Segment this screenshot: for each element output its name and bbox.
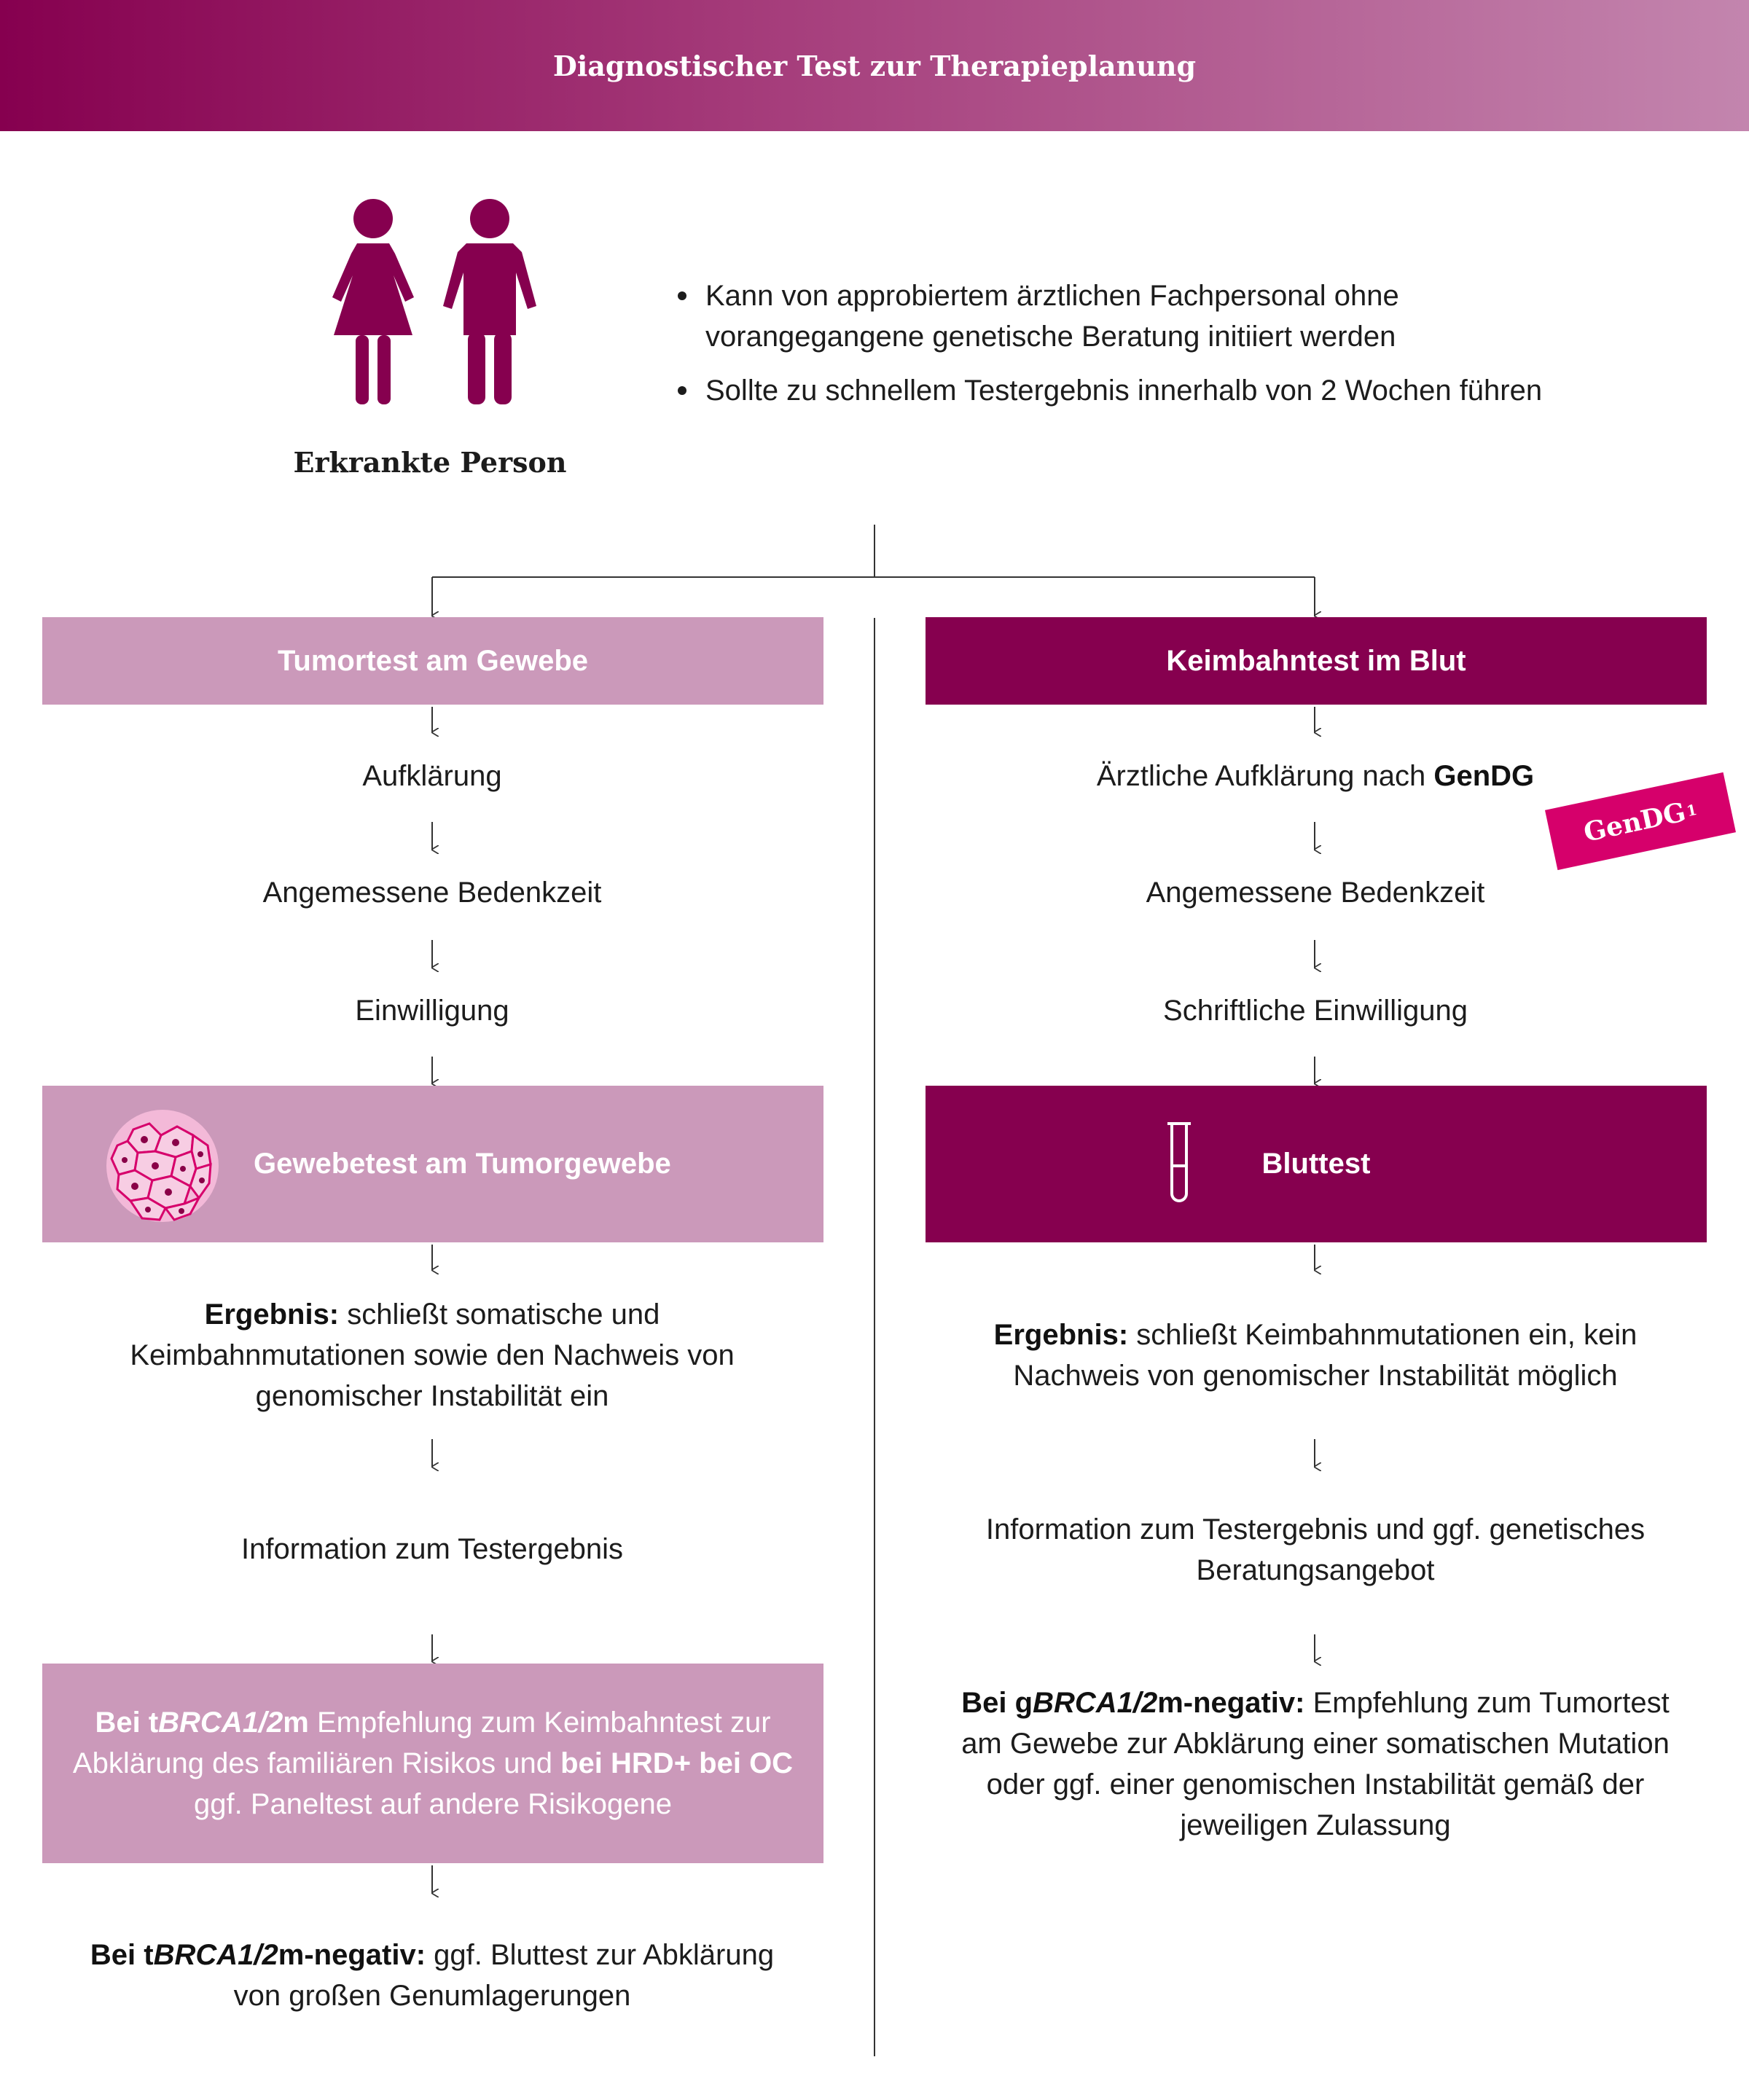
rec1-gene: BRCA1/2 (158, 1707, 283, 1739)
right-neg-bold-prefix: Bei g (961, 1687, 1033, 1719)
right-step-aufklaerung: Ärztliche Aufklärung nach GenDG (951, 756, 1680, 796)
persons-icon (332, 199, 536, 404)
rec1-text: Empfehlung zum Keimbahntest zur Abklärun… (72, 1707, 771, 1779)
right-neg-gene: BRCA1/2 (1033, 1687, 1158, 1719)
neg-text: ggf. Bluttest zur Abklärung von großen G… (233, 1939, 775, 2012)
left-step-aufklaerung: Aufklärung (362, 760, 502, 792)
gendg-badge-text: GenDG (1581, 796, 1689, 848)
info-bullets: Kann von approbiertem ärztlichen Fachper… (676, 275, 1624, 424)
left-result-text: schließt somatische und Keimbahnmutation… (130, 1298, 735, 1412)
left-negative: Bei tBRCA1/2m-negativ: ggf. Bluttest zur… (68, 1935, 797, 2016)
left-info: Information zum Testergebnis (241, 1533, 623, 1565)
right-result: Ergebnis: schließt Keimbahnmutationen ei… (951, 1315, 1680, 1396)
left-step-bedenkzeit: Angemessene Bedenkzeit (262, 877, 602, 909)
gendg-badge-footnote: 1 (1685, 800, 1699, 820)
header-bar: Diagnostischer Test zur Therapieplanung (0, 0, 1749, 131)
bluttest-title: Bluttest (1261, 1148, 1371, 1180)
neg-bold-prefix: Bei t (90, 1939, 154, 1971)
rec1-bold-suffix: m (283, 1707, 309, 1739)
keimbahntest-header: Keimbahntest im Blut (926, 617, 1707, 705)
woman-icon (332, 199, 414, 404)
page-title: Diagnostischer Test zur Therapieplanung (552, 49, 1197, 82)
right-neg-bold-suffix: m-negativ: (1157, 1687, 1305, 1719)
left-recommendation-text: Bei tBRCA1/2m Empfehlung zum Keimbahntes… (71, 1702, 794, 1825)
right-step1-text: Ärztliche Aufklärung nach (1096, 760, 1434, 792)
left-result-label: Ergebnis: (204, 1298, 340, 1331)
gewebetest-title: Gewebetest am Tumorgewebe (254, 1148, 671, 1180)
neg-gene: BRCA1/2 (153, 1939, 278, 1971)
rec1-hrd: bei HRD+ bei OC (560, 1747, 794, 1779)
keimbahntest-title: Keimbahntest im Blut (1166, 644, 1466, 677)
rec1-text-end: ggf. Paneltest auf andere Risikogene (194, 1788, 672, 1820)
left-result: Ergebnis: schließt somatische und Keimba… (68, 1294, 797, 1417)
tumortest-title: Tumortest am Gewebe (277, 644, 589, 677)
right-info: Information zum Testergebnis und ggf. ge… (985, 1513, 1646, 1586)
neg-bold-suffix: m-negativ: (278, 1939, 426, 1971)
left-recommendation-box: Bei tBRCA1/2m Empfehlung zum Keimbahntes… (42, 1664, 823, 1863)
tissue-cells-icon (106, 1110, 219, 1222)
gewebetest-box: Gewebetest am Tumorgewebe (42, 1086, 823, 1242)
man-icon (443, 199, 536, 404)
tumortest-header: Tumortest am Gewebe (42, 617, 823, 705)
bluttest-box: Bluttest (926, 1086, 1707, 1242)
left-step-einwilligung: Einwilligung (355, 995, 509, 1027)
right-neg-text: Empfehlung zum Tumortest am Gewebe zur A… (961, 1687, 1670, 1841)
test-tube-icon (1167, 1122, 1191, 1202)
right-result-text: schließt Keimbahnmutationen ein, kein Na… (1013, 1319, 1638, 1392)
bullet-item: Kann von approbiertem ärztlichen Fachper… (676, 275, 1624, 357)
person-label: Erkrankte Person (293, 446, 567, 479)
right-step-einwilligung: Schriftliche Einwilligung (1163, 995, 1468, 1027)
right-step-bedenkzeit: Angemessene Bedenkzeit (1146, 877, 1485, 909)
right-negative: Bei gBRCA1/2m-negativ: Empfehlung zum Tu… (944, 1682, 1687, 1846)
right-step1-gendg: GenDG (1433, 760, 1535, 792)
bullet-item: Sollte zu schnellem Testergebnis innerha… (676, 370, 1624, 411)
right-result-label: Ergebnis: (993, 1319, 1129, 1351)
rec1-bold-prefix: Bei t (95, 1707, 159, 1739)
